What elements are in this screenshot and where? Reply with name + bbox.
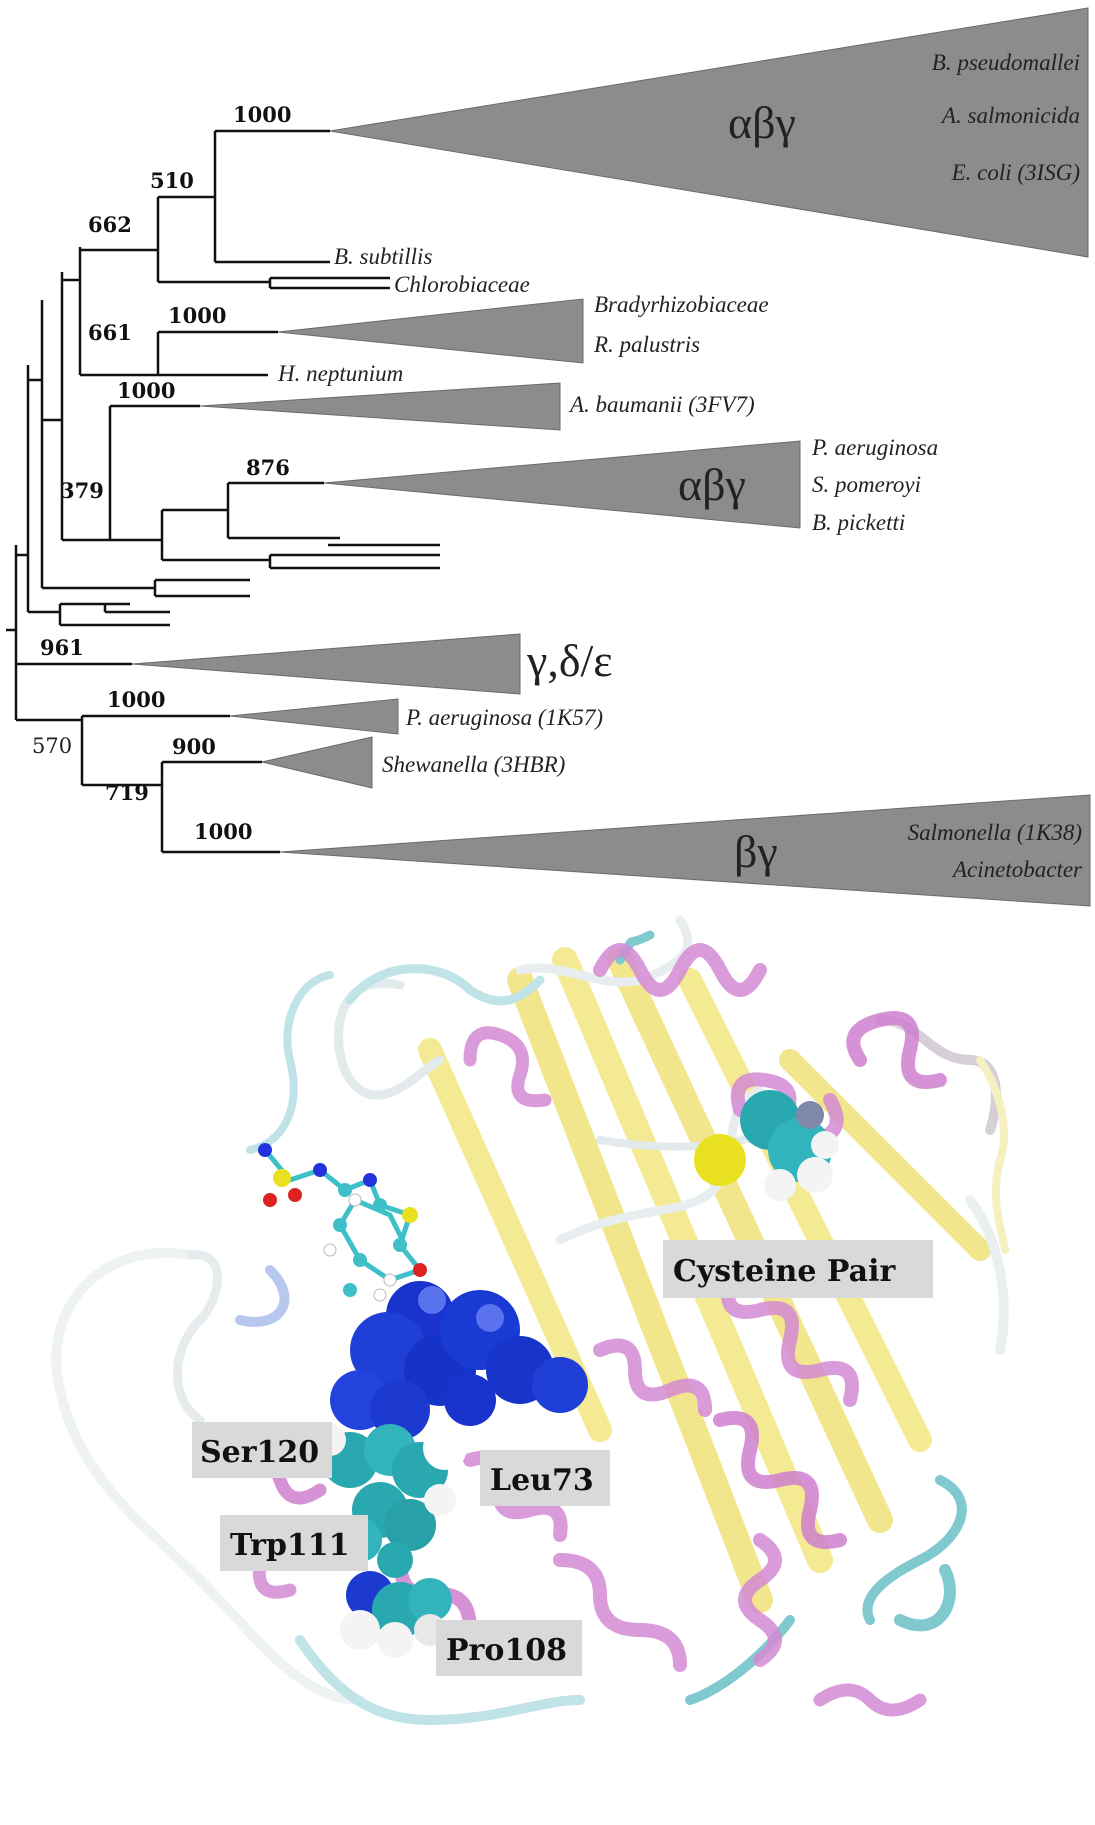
taxon-label: B. subtillis	[334, 244, 432, 269]
binding-site-spheres	[330, 1281, 588, 1440]
beta-strand	[779, 1049, 991, 1261]
residue-label: Pro108	[446, 1633, 567, 1668]
label-cysteine-pair: Cysteine Pair	[663, 1240, 933, 1298]
bootstrap-label: 1000	[117, 378, 175, 403]
clade-label: αβγ	[728, 97, 796, 148]
residue-label: Leu73	[490, 1463, 594, 1498]
ligand-ball-and-stick	[258, 1143, 427, 1302]
residue-label: Ser120	[200, 1435, 319, 1470]
alpha-helix	[713, 1411, 847, 1549]
protein-structure: Cysteine Pair Ser120 Leu73 Trp111 Pro108	[51, 915, 1009, 1726]
clade-triangle-3	[199, 382, 561, 431]
alpha-helix	[813, 1683, 927, 1717]
label-pro108: Pro108	[436, 1620, 582, 1676]
beta-strand	[507, 967, 773, 1613]
bootstrap-label: 662	[88, 212, 132, 237]
clade-triangle-4	[323, 440, 801, 529]
clade-labels: αβγ αβγ γ,δ/ε βγ	[526, 97, 796, 877]
alpha-helix	[846, 1011, 947, 1089]
clade-triangle-5	[131, 633, 521, 695]
label-trp111: Trp111	[220, 1515, 368, 1571]
cysteine-pair-spheres	[694, 1090, 839, 1201]
bootstrap-values: 1000 510 662 661 1000 1000 876 379 961 1…	[32, 102, 291, 844]
label-ser120: Ser120	[192, 1422, 332, 1478]
bootstrap-label: 510	[150, 168, 194, 193]
taxon-label: Salmonella (1K38)	[908, 820, 1082, 845]
clade-triangle-7	[261, 736, 373, 789]
collapsed-clades	[131, 7, 1091, 907]
taxon-label: B. picketti	[812, 510, 905, 535]
taxon-label: Bradyrhizobiaceae	[594, 292, 769, 317]
taxon-label: S. pomeroyi	[812, 472, 921, 497]
alpha-helix	[553, 1553, 687, 1672]
clade-triangle-8	[279, 794, 1091, 907]
beta-strand	[678, 968, 932, 1452]
taxon-label: A. baumanii (3FV7)	[568, 392, 755, 417]
taxon-label: R. palustris	[593, 332, 700, 357]
phylogenetic-tree: 1000 510 662 661 1000 1000 876 379 961 1…	[6, 7, 1091, 907]
clade-label: βγ	[734, 826, 778, 877]
clade-label: αβγ	[678, 459, 746, 510]
bootstrap-label: 661	[88, 320, 132, 345]
residue-labels: Cysteine Pair Ser120 Leu73 Trp111 Pro108	[192, 1240, 933, 1676]
tree-branches	[6, 129, 440, 854]
residue-label: Trp111	[230, 1528, 350, 1563]
taxon-label: P. aeruginosa (1K57)	[405, 705, 603, 730]
clade-triangle-6	[229, 698, 399, 735]
alpha-helix	[593, 943, 767, 997]
taxon-label: H. neptunium	[277, 361, 403, 386]
alpha-helix	[738, 1533, 782, 1667]
taxon-label: Shewanella (3HBR)	[382, 752, 565, 777]
bootstrap-label: 876	[246, 455, 290, 480]
residue-label: Cysteine Pair	[673, 1254, 896, 1289]
bootstrap-label: 570	[32, 734, 72, 758]
taxon-label: P. aeruginosa	[811, 435, 938, 460]
taxon-label: A. salmonicida	[940, 103, 1080, 128]
clade-triangle-2	[277, 298, 584, 364]
bootstrap-label: 1000	[107, 687, 165, 712]
coil-loops	[51, 915, 1009, 1726]
alpha-helix	[593, 1338, 712, 1417]
clade-triangle-1	[329, 7, 1089, 258]
taxon-labels: B. pseudomallei A. salmonicida E. coli (…	[277, 50, 1083, 882]
taxon-label: Chlorobiaceae	[394, 272, 530, 297]
label-leu73: Leu73	[480, 1450, 610, 1506]
bootstrap-label: 1000	[233, 102, 291, 127]
bootstrap-label: 900	[172, 734, 216, 759]
taxon-label: Acinetobacter	[951, 857, 1083, 882]
bootstrap-label: 379	[60, 478, 104, 503]
bootstrap-label: 961	[40, 635, 84, 660]
bootstrap-label: 1000	[168, 303, 226, 328]
alpha-helix	[463, 1026, 552, 1108]
bootstrap-label: 719	[105, 780, 149, 805]
taxon-label: B. pseudomallei	[932, 50, 1080, 75]
bootstrap-label: 1000	[194, 819, 252, 844]
taxon-label: E. coli (3ISG)	[951, 160, 1080, 185]
alpha-helices	[223, 943, 947, 1717]
clade-label: γ,δ/ε	[526, 635, 613, 686]
